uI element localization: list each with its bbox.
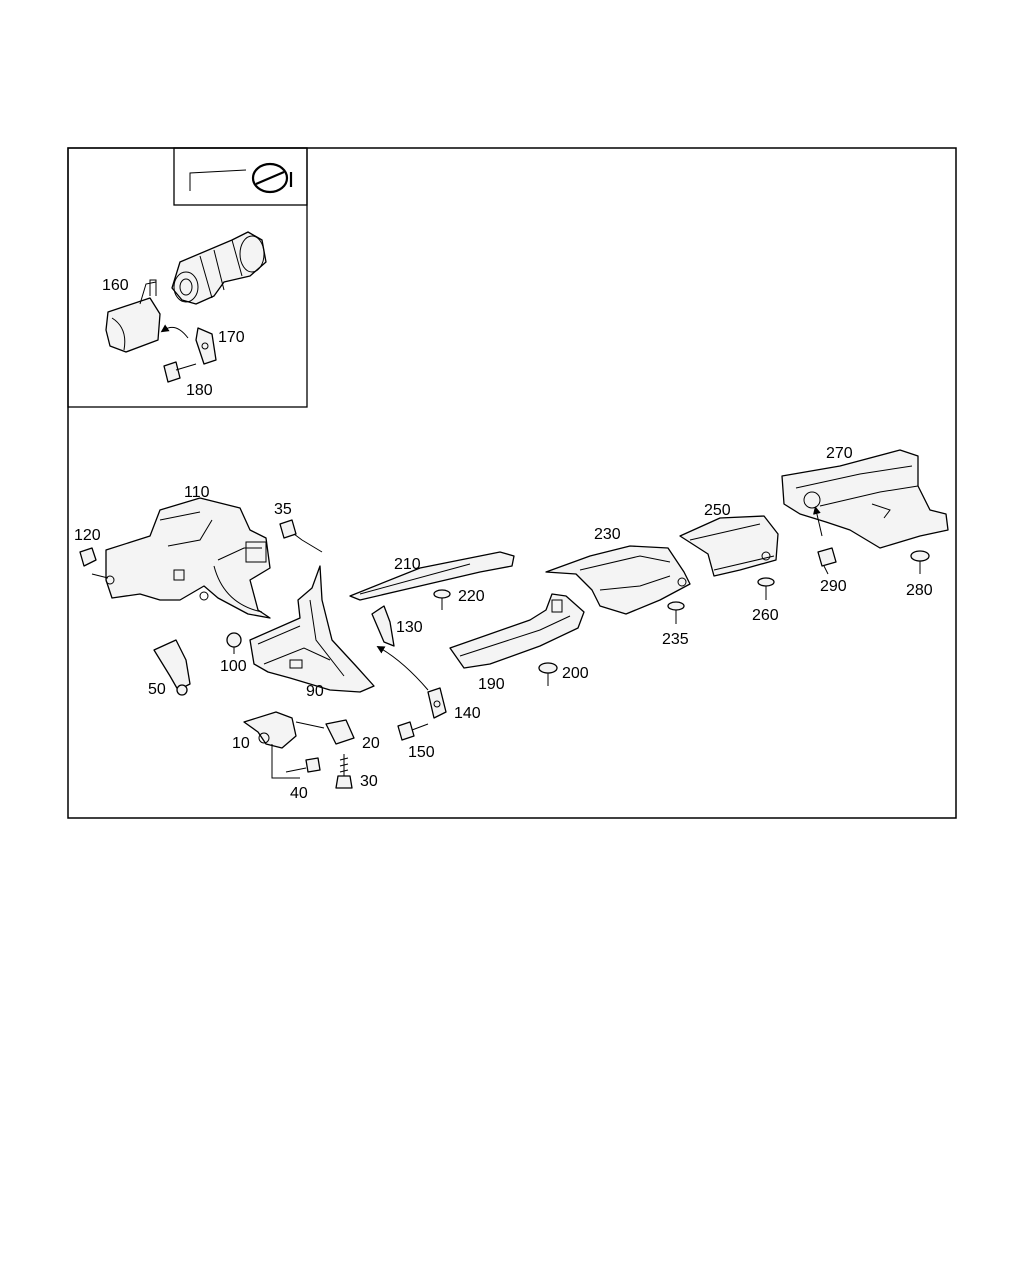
- label-200: 200: [562, 665, 589, 682]
- label-30: 30: [360, 773, 378, 790]
- steering-wheel-icon: [189, 162, 293, 194]
- part-110-panel: [105, 497, 271, 619]
- part-230-tunnel: [545, 545, 691, 615]
- part-290-screw: [817, 547, 837, 575]
- label-260: 260: [752, 607, 779, 624]
- part-50-bracket: [153, 639, 191, 696]
- part-180-bolt: [163, 361, 197, 383]
- arrow-130: [376, 645, 429, 691]
- part-210-rail: [349, 551, 515, 601]
- label-40: 40: [290, 785, 308, 802]
- label-50: 50: [148, 681, 166, 698]
- label-110: 110: [184, 484, 210, 501]
- label-170: 170: [218, 329, 245, 346]
- part-250-panel: [679, 515, 779, 577]
- label-235: 235: [662, 631, 689, 648]
- part-160-cover: [105, 279, 161, 353]
- label-180: 180: [186, 382, 213, 399]
- label-130: 130: [396, 619, 423, 636]
- part-100-clip: [226, 632, 242, 654]
- part-190-rail: [449, 593, 585, 669]
- diagram-frame: [67, 147, 957, 819]
- arrow-160: [160, 324, 189, 339]
- label-270: 270: [826, 445, 853, 462]
- part-labels: 160 170 180 110 120 35 100 90 50 10 20 3…: [74, 277, 933, 802]
- label-160: 160: [102, 277, 129, 294]
- part-270-panel: [781, 449, 949, 549]
- part-235-clip: [667, 601, 685, 624]
- label-280: 280: [906, 582, 933, 599]
- part-130-trim: [371, 605, 395, 647]
- part-90-panel: [249, 565, 375, 693]
- part-150-bolt: [397, 721, 429, 741]
- label-20: 20: [362, 735, 380, 752]
- label-90: 90: [306, 683, 324, 700]
- label-100: 100: [220, 658, 247, 675]
- part-20-nut: [295, 719, 355, 745]
- part-120-clip: [79, 547, 115, 585]
- label-190: 190: [478, 676, 505, 693]
- label-35: 35: [274, 501, 292, 518]
- part-steering-column-housing: [171, 231, 267, 305]
- part-40-screw: [285, 757, 321, 773]
- label-150: 150: [408, 744, 435, 761]
- label-210: 210: [394, 556, 421, 573]
- part-280-clip: [910, 550, 930, 574]
- label-220: 220: [458, 588, 485, 605]
- part-260-clip: [757, 577, 775, 600]
- part-35-clip: [279, 519, 323, 553]
- arrow-290: [813, 506, 823, 537]
- label-290: 290: [820, 578, 847, 595]
- part-170-bracket: [195, 327, 217, 365]
- label-230: 230: [594, 526, 621, 543]
- part-10-bracket: [243, 711, 300, 779]
- legend-box: [173, 147, 308, 206]
- label-120: 120: [74, 527, 101, 544]
- label-140: 140: [454, 705, 481, 722]
- label-10: 10: [232, 735, 250, 752]
- label-250: 250: [704, 502, 731, 519]
- part-140-bracket: [427, 687, 447, 719]
- part-200-clip: [538, 662, 558, 686]
- part-220-clip: [433, 589, 451, 610]
- part-30-screw: [335, 754, 353, 789]
